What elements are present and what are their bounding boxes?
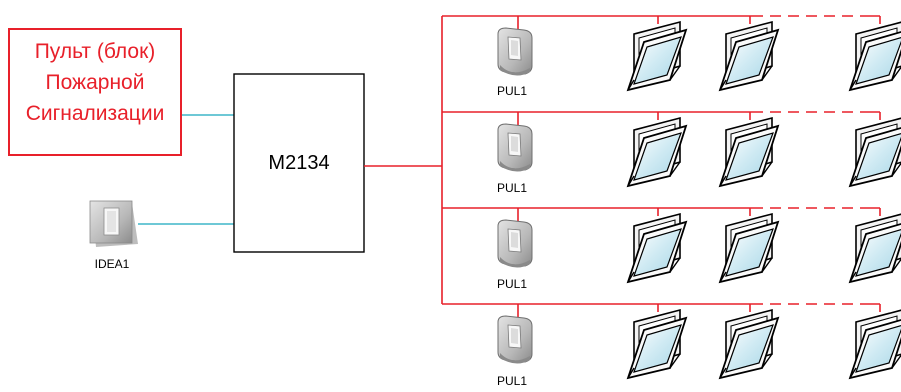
window-icon [627, 309, 687, 379]
pul1-label: PUL1 [497, 277, 528, 291]
pul1-switch-icon [497, 27, 533, 77]
window-icon [849, 309, 901, 379]
window-icon [627, 117, 687, 187]
alarm-panel-line: Сигнализации [25, 102, 165, 125]
window-icon [849, 117, 901, 187]
pul1-label: PUL1 [497, 181, 528, 195]
window-icon [719, 213, 779, 283]
fire-alarm-panel: Пульт (блок) Пожарной Сигнализации [8, 28, 182, 156]
pul1-switch-icon [497, 219, 533, 269]
pul1-switch-icon [497, 315, 533, 365]
window-icon [849, 21, 901, 91]
wall-switch-icon [89, 200, 138, 247]
controller-box [233, 73, 365, 253]
wall-switch-label: IDEA1 [94, 257, 130, 271]
pul1-label: PUL1 [497, 374, 528, 388]
window-icon [627, 213, 687, 283]
controller-label: M2134 [268, 152, 330, 174]
alarm-panel-line: Пожарной [45, 71, 145, 94]
branch-lines [442, 15, 881, 318]
alarm-panel-line: Пульт (блок) [34, 40, 156, 63]
window-icon [627, 21, 687, 91]
window-icon [719, 117, 779, 187]
window-icon [719, 309, 779, 379]
window-icon [719, 21, 779, 91]
window-icon [849, 213, 901, 283]
pul1-switch-icon [497, 123, 533, 173]
pul1-label: PUL1 [497, 84, 528, 98]
